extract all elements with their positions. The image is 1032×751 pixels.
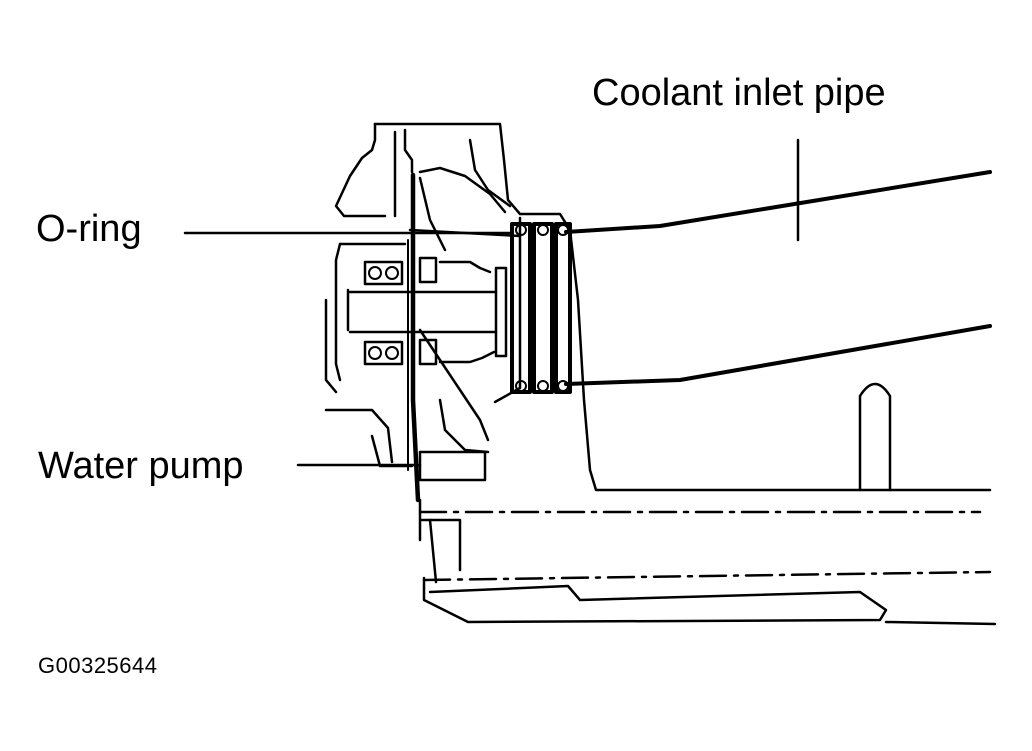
block-rib bbox=[858, 382, 892, 492]
leader-lines bbox=[183, 138, 800, 467]
o-ring-label: O-ring bbox=[36, 208, 142, 250]
coolant-inlet-pipe-label: Coolant inlet pipe bbox=[592, 72, 886, 114]
o-ring-end-circles bbox=[515, 224, 569, 392]
coolant-inlet-pipe bbox=[564, 170, 992, 386]
figure-id: G00325644 bbox=[38, 653, 158, 678]
bearing-balls bbox=[368, 266, 399, 360]
pump-shaft-bearing bbox=[334, 242, 508, 382]
mounting-flange bbox=[410, 172, 421, 503]
pump-foot bbox=[418, 450, 487, 482]
water-pump-label: Water pump bbox=[38, 445, 244, 487]
engine-block bbox=[418, 498, 997, 626]
